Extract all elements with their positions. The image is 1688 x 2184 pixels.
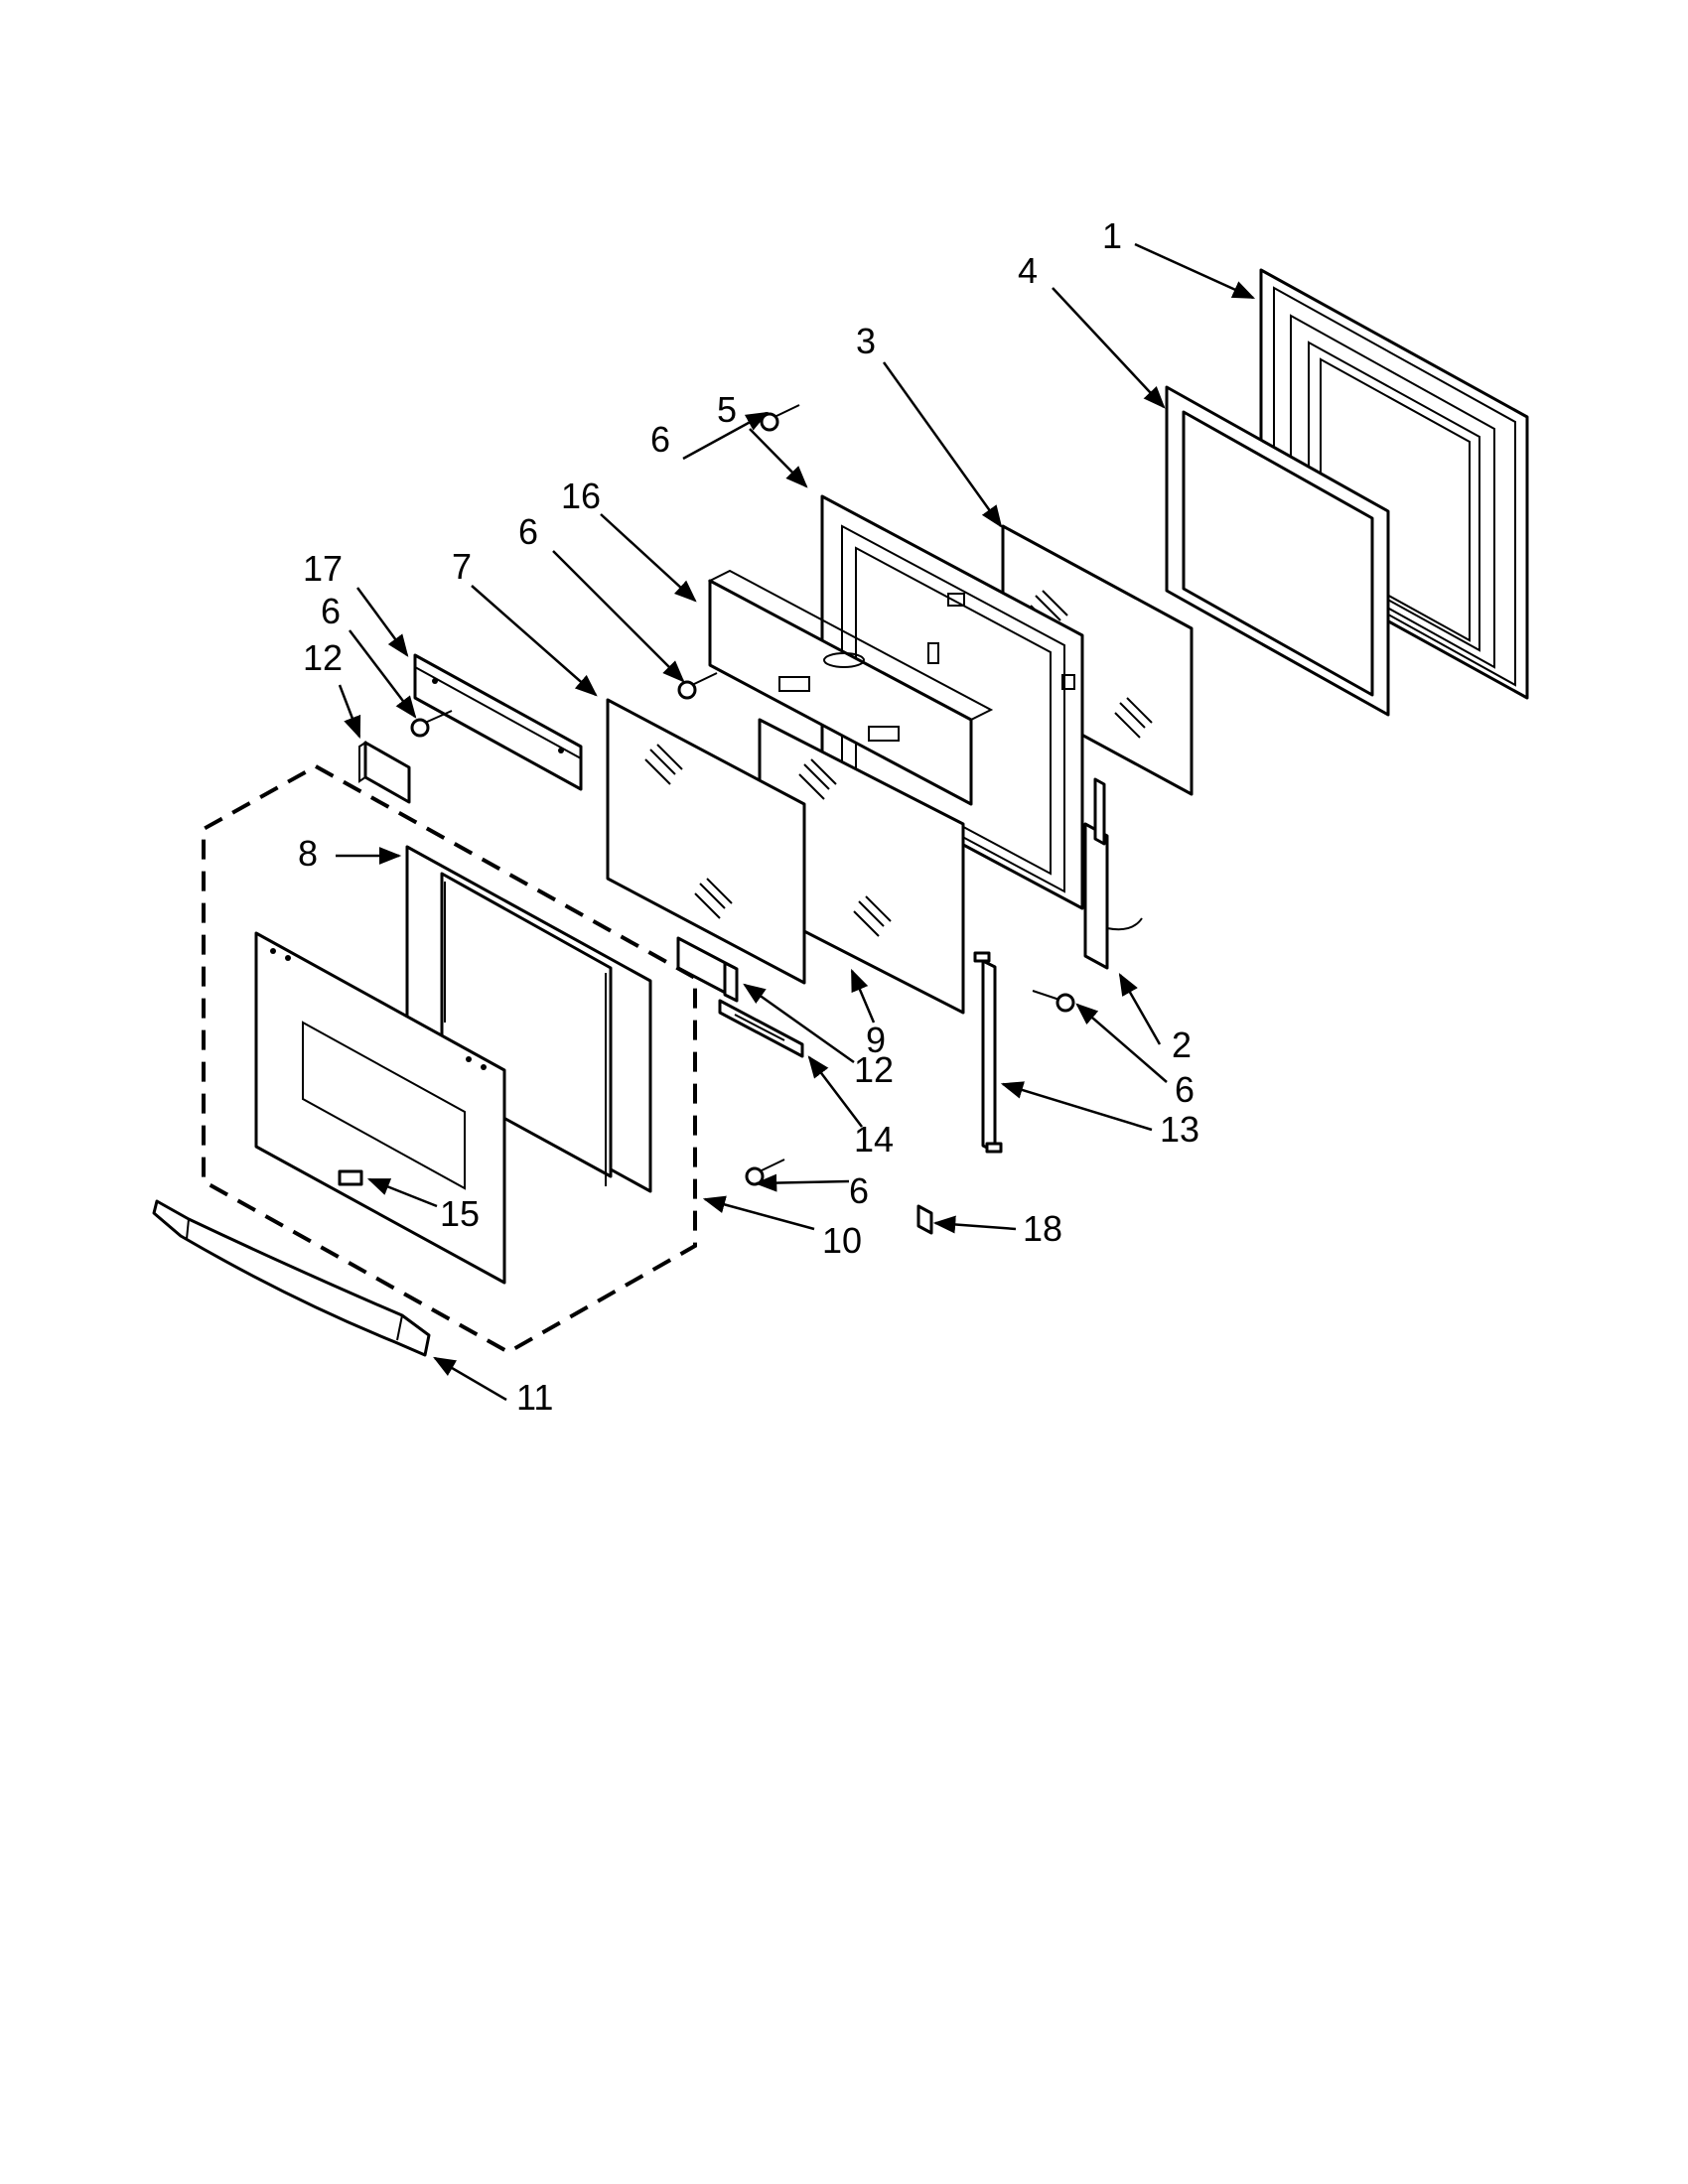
callout-4: 4 (1018, 250, 1038, 291)
callout-6e: 6 (849, 1170, 869, 1211)
part-outer-door-panel (254, 931, 506, 1285)
callout-16: 16 (561, 476, 601, 516)
screw-6d (1032, 990, 1075, 1013)
leader-lines (336, 242, 1256, 1402)
callout-labels: 1 4 3 5 6 16 6 7 17 6 12 8 2 6 13 9 12 1… (298, 215, 1199, 1418)
callout-17: 17 (303, 548, 343, 589)
screw-6b (677, 672, 718, 700)
callout-18: 18 (1023, 1208, 1062, 1249)
callout-1: 1 (1102, 215, 1122, 256)
part-outer-door-frame (1259, 268, 1529, 700)
screw-6e (745, 1159, 785, 1186)
part-hinge-plate-left (358, 741, 411, 804)
part-top-bracket (413, 653, 583, 791)
callout-12b: 12 (854, 1049, 894, 1090)
callout-12a: 12 (303, 637, 343, 678)
callout-3: 3 (856, 321, 876, 361)
part-middle-glass (606, 698, 806, 985)
callout-14: 14 (854, 1119, 894, 1160)
screw-6a (760, 404, 800, 432)
part-badge (338, 1169, 363, 1186)
callout-15: 15 (440, 1193, 480, 1234)
callout-5: 5 (717, 389, 737, 430)
part-clip (916, 1204, 933, 1235)
screw-6c (410, 710, 453, 738)
part-baffle (707, 569, 994, 806)
part-door-handle (152, 1199, 431, 1357)
callout-8: 8 (298, 833, 318, 874)
callout-9: 9 (866, 1020, 886, 1060)
callout-6d: 6 (1175, 1069, 1195, 1110)
callout-13: 13 (1160, 1109, 1199, 1150)
callout-10: 10 (822, 1220, 862, 1261)
part-door-trim (1165, 385, 1390, 717)
callout-11: 11 (516, 1377, 553, 1418)
part-hinge (1083, 777, 1143, 970)
part-hinge-support (973, 951, 1003, 1154)
callout-2: 2 (1172, 1024, 1192, 1065)
callout-6a: 6 (650, 419, 670, 460)
callout-6c: 6 (321, 591, 341, 631)
callout-7: 7 (452, 546, 472, 587)
part-strip (718, 999, 804, 1058)
callout-6b: 6 (518, 511, 538, 552)
part-hinge-bracket-lower (676, 936, 739, 1003)
